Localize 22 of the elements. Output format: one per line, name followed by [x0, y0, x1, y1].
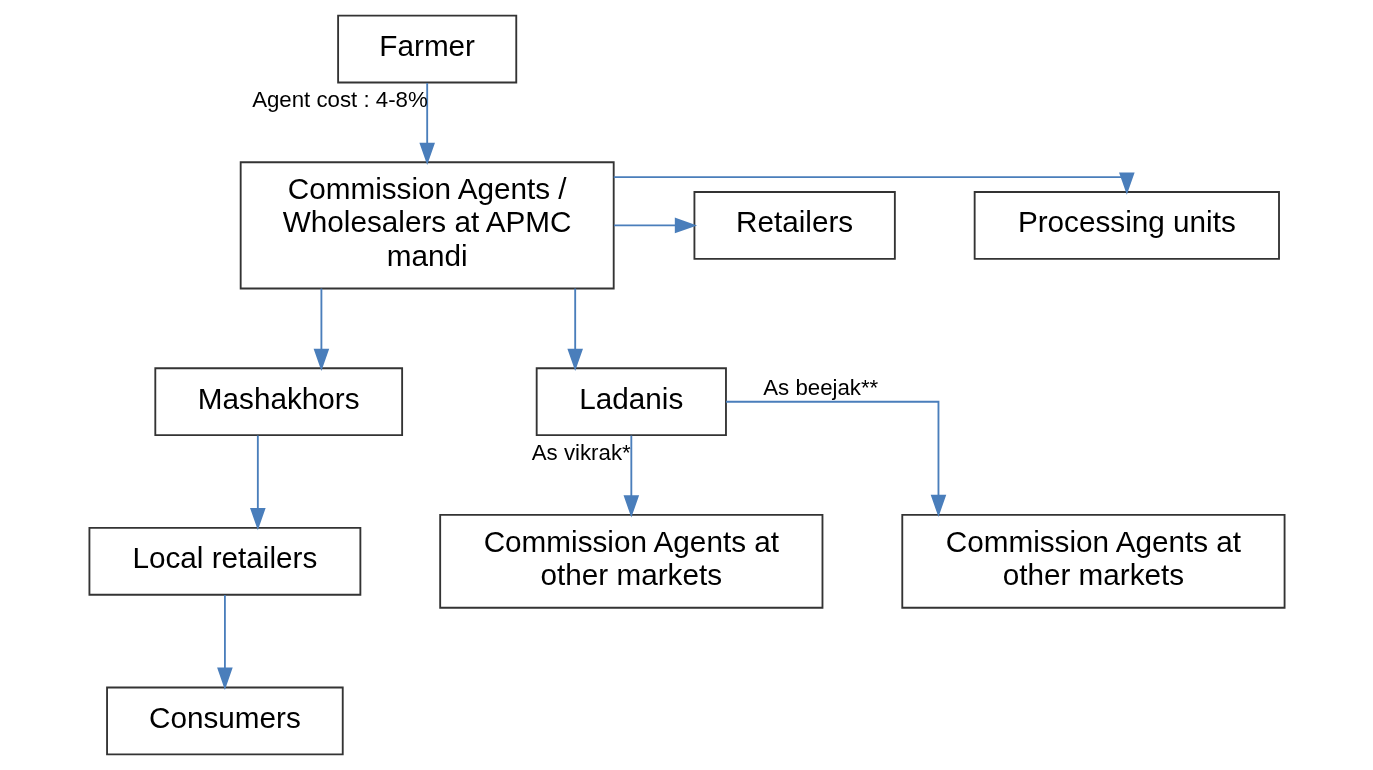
arrow: [612, 217, 697, 234]
node-box: Commission Agents at other markets: [438, 514, 823, 609]
node-box: Local retailers: [88, 526, 361, 596]
edge-label: As beejak**: [762, 375, 878, 401]
node-box: Ladanis: [535, 367, 727, 437]
node-box: Commission Agents / Wholesalers at APMC mandi: [239, 161, 615, 290]
arrow: [623, 434, 639, 518]
edge-label: Agent cost : 4-8%: [251, 87, 428, 113]
node-box: Farmer: [336, 14, 517, 84]
node-box: Commission Agents at other markets: [900, 514, 1285, 609]
arrow: [216, 594, 233, 690]
arrow: [418, 82, 435, 166]
arrow: [724, 400, 946, 518]
arrow: [313, 287, 329, 371]
node-box: Mashakhors: [153, 367, 403, 437]
edge-label: As vikrak*: [531, 439, 631, 465]
arrow: [249, 434, 266, 531]
arrow: [566, 287, 583, 371]
node-box: Consumers: [105, 686, 344, 756]
arrow: [612, 172, 1135, 195]
node-box: Retailers: [693, 191, 896, 260]
node-box: Processing units: [973, 191, 1280, 260]
